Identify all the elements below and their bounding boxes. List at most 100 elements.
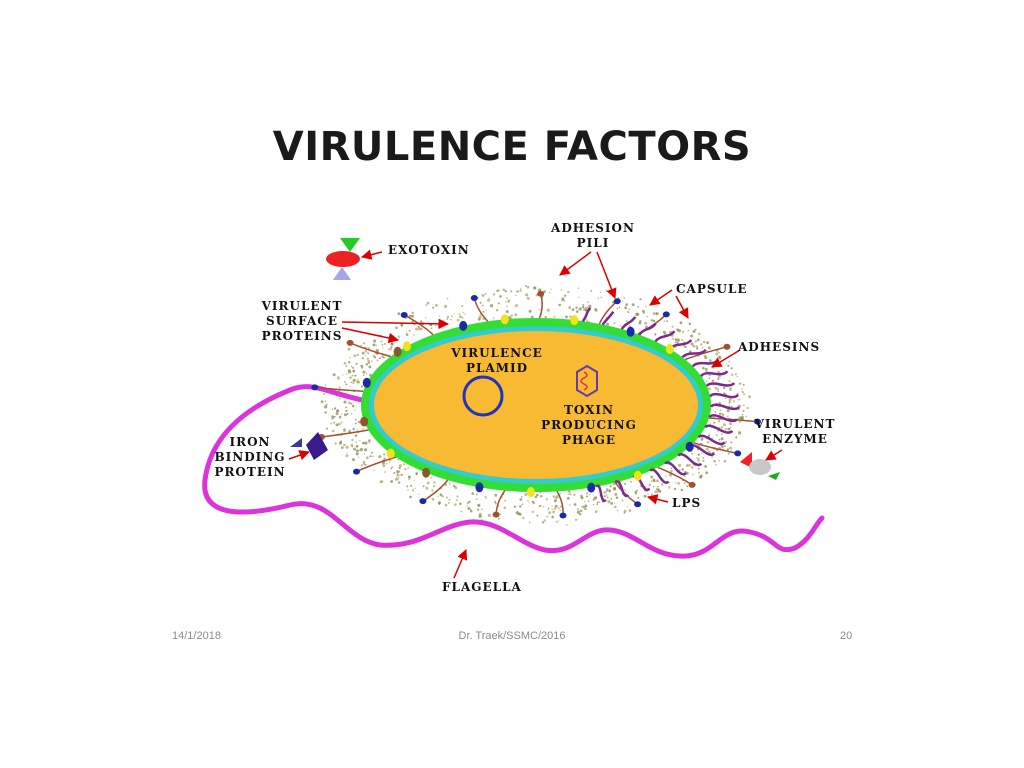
- capsule-speck: [457, 313, 459, 315]
- capsule-layer: [320, 285, 752, 526]
- capsule-speck: [616, 509, 619, 512]
- capsule-speck: [578, 296, 580, 298]
- capsule-speck: [525, 285, 528, 287]
- capsule-speck: [568, 306, 572, 309]
- capsule-speck: [324, 405, 328, 409]
- capsule-speck: [430, 327, 433, 330]
- capsule-speck: [492, 317, 495, 319]
- capsule-speck: [371, 451, 373, 454]
- capsule-speck: [411, 488, 414, 491]
- adhesin: [677, 453, 703, 467]
- capsule-speck: [466, 505, 468, 507]
- capsule-speck: [381, 344, 384, 346]
- capsule-speck: [613, 322, 616, 325]
- capsule-speck: [728, 398, 732, 402]
- capsule-speck: [515, 304, 518, 308]
- capsule-speck: [675, 482, 677, 484]
- capsule-speck: [354, 434, 358, 437]
- capsule-speck: [397, 312, 401, 316]
- capsule-speck: [344, 381, 346, 383]
- capsule-speck: [481, 293, 485, 297]
- capsule-speck: [464, 313, 466, 315]
- capsule-speck: [726, 409, 730, 413]
- capsule-speck: [614, 505, 617, 509]
- capsule-speck: [603, 495, 606, 498]
- capsule-speck: [332, 373, 336, 377]
- capsule-speck: [536, 514, 539, 517]
- capsule-speck: [469, 509, 473, 513]
- capsule-speck: [729, 387, 732, 389]
- capsule-speck: [352, 381, 355, 384]
- capsule-speck: [606, 322, 610, 326]
- surface-protein: [500, 314, 509, 325]
- capsule-speck: [499, 295, 502, 298]
- capsule-speck: [674, 342, 676, 344]
- capsule-speck: [354, 374, 357, 377]
- capsule-speck: [365, 363, 369, 366]
- capsule-speck: [434, 303, 438, 307]
- capsule-speck: [345, 364, 348, 367]
- capsule-speck: [338, 441, 342, 445]
- capsule-speck: [741, 388, 743, 390]
- plasmid-ring: [462, 375, 504, 417]
- capsule-speck: [340, 421, 343, 424]
- capsule-speck: [555, 495, 559, 498]
- capsule-speck: [610, 502, 614, 505]
- capsule-speck: [498, 517, 500, 520]
- capsule-speck: [420, 320, 423, 323]
- capsule-speck: [398, 466, 401, 469]
- capsule-speck: [689, 350, 692, 353]
- capsule-speck: [371, 455, 374, 458]
- capsule-speck: [718, 355, 722, 359]
- capsule-speck: [560, 289, 563, 291]
- capsule-speck: [718, 459, 721, 462]
- surface-protein: [403, 341, 411, 352]
- capsule-speck: [629, 480, 632, 483]
- capsule-speck: [686, 485, 689, 488]
- capsule-speck: [375, 344, 377, 346]
- capsule-speck: [566, 524, 568, 526]
- capsule-speck: [698, 332, 701, 336]
- capsule-speck: [555, 520, 558, 523]
- capsule-speck: [410, 485, 413, 487]
- capsule-speck: [362, 342, 366, 345]
- capsule-speck: [323, 393, 326, 395]
- capsule-speck: [642, 311, 646, 314]
- capsule-speck: [631, 303, 635, 306]
- capsule-speck: [331, 418, 333, 420]
- capsule-speck: [551, 505, 553, 507]
- capsule-speck: [448, 483, 451, 485]
- capsule-speck: [356, 353, 359, 356]
- capsule-speck: [366, 357, 370, 360]
- capsule-speck: [624, 489, 626, 492]
- capsule-speck: [364, 354, 366, 356]
- capsule-speck: [446, 298, 449, 300]
- capsule-speck: [650, 475, 654, 479]
- capsule-speck: [745, 415, 747, 418]
- capsule-speck: [623, 297, 626, 300]
- capsule-speck: [579, 513, 582, 516]
- capsule-speck: [551, 508, 553, 510]
- pilus-tip: [470, 295, 478, 301]
- capsule-speck: [718, 412, 722, 416]
- capsule-speck: [545, 498, 548, 501]
- capsule-speck: [390, 346, 393, 349]
- capsule-speck: [553, 499, 557, 503]
- capsule-speck: [509, 491, 511, 493]
- surface-protein: [587, 482, 596, 493]
- capsule-speck: [528, 502, 530, 504]
- capsule-speck: [612, 482, 616, 486]
- capsule-speck: [369, 455, 372, 458]
- capsule-speck: [724, 445, 726, 447]
- capsule-speck: [615, 496, 619, 499]
- capsule-speck: [362, 370, 366, 374]
- capsule-speck: [409, 495, 412, 499]
- capsule-speck: [692, 473, 694, 476]
- adhesin: [705, 382, 736, 387]
- capsule-speck: [479, 301, 482, 304]
- capsule-speck: [397, 335, 400, 338]
- capsule-speck: [477, 503, 481, 507]
- capsule-speck: [352, 458, 355, 462]
- capsule-speck: [726, 415, 729, 418]
- capsule-speck: [728, 422, 732, 426]
